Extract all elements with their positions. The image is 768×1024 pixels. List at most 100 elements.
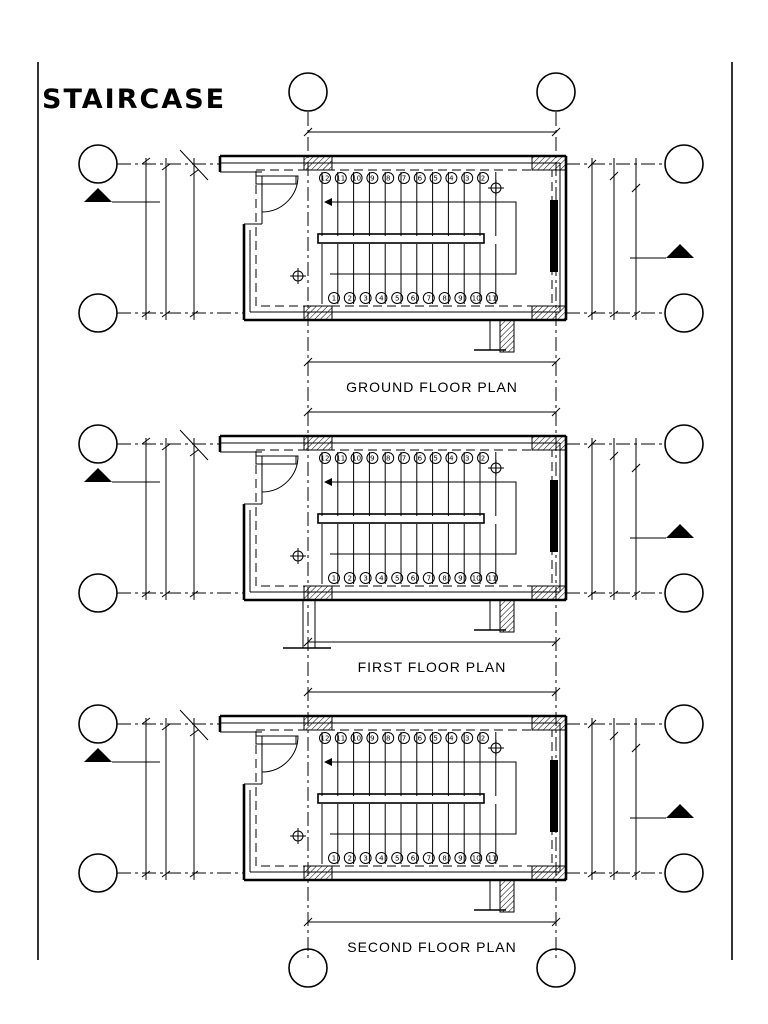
- dimension-tick: [141, 310, 151, 318]
- tread-number-circle: [454, 292, 467, 304]
- dimension-tick: [303, 127, 313, 137]
- dimension-tick: [303, 687, 313, 697]
- dimension-tick: [141, 590, 151, 598]
- tread-number: 2: [481, 735, 485, 743]
- tread-number-circle: [477, 732, 489, 744]
- tread-number-circle: [422, 852, 435, 864]
- tread-number-circle: [398, 172, 410, 184]
- tread-number-circle: [343, 852, 356, 864]
- grid-bubble-top-left: [288, 72, 328, 112]
- tread-number-circle: [334, 172, 347, 184]
- column-hatch: [531, 305, 567, 321]
- tread-number-circle: [319, 452, 331, 464]
- grid-bubble: [78, 293, 118, 333]
- tread-number: 10: [472, 575, 481, 583]
- tread-number-circle: [461, 172, 474, 184]
- dimension-tick: [161, 443, 171, 451]
- tread-number: 1: [332, 575, 336, 583]
- section-marker-icon: [666, 244, 694, 258]
- tread-number: 6: [418, 175, 423, 183]
- tread-number: 1: [332, 855, 336, 863]
- dimension-tick: [161, 590, 171, 598]
- tread-number-circle: [391, 292, 404, 304]
- tread-number: 6: [411, 295, 416, 303]
- tread-number-circle: [328, 572, 340, 584]
- tread-number-circle: [398, 452, 410, 464]
- grid-bubble: [78, 424, 118, 464]
- tread-number: 6: [418, 455, 423, 463]
- plan-caption: GROUND FLOOR PLAN: [346, 379, 518, 395]
- grid-bubble-top-right: [536, 72, 576, 112]
- tread-number-circle: [375, 572, 388, 584]
- tread-number: 10: [472, 295, 481, 303]
- section-marker-icon: [666, 524, 694, 538]
- tread-number-circle: [422, 292, 435, 304]
- tread-number-circle: [334, 732, 347, 744]
- column-hatch: [303, 715, 333, 731]
- dimension-tick: [161, 163, 171, 171]
- tread-number: 7: [427, 855, 431, 863]
- tread-number: 2: [481, 455, 485, 463]
- tread-number: 8: [386, 175, 390, 183]
- tread-number: 9: [370, 455, 374, 463]
- tread-number: 4: [379, 295, 384, 303]
- tread-number: 5: [395, 575, 399, 583]
- dimension-tick: [303, 357, 313, 367]
- dimension-tick: [587, 310, 597, 318]
- dimension-tick: [141, 870, 151, 878]
- tread-number: 3: [465, 175, 469, 183]
- tread-number: 11: [336, 455, 345, 463]
- tread-number: 8: [386, 735, 390, 743]
- tread-number: 7: [427, 295, 431, 303]
- tread-number-circle: [470, 572, 483, 584]
- break-line: [179, 149, 209, 181]
- dimension-tick: [587, 159, 597, 169]
- tread-number: 8: [442, 295, 446, 303]
- grid-bubble: [664, 853, 704, 893]
- tread-number: 9: [458, 295, 462, 303]
- dimension-tick: [631, 590, 641, 598]
- tread-number-circle: [350, 172, 363, 184]
- door-swing: [261, 735, 299, 773]
- tread-number-circle: [438, 852, 451, 864]
- column-hatch: [499, 879, 515, 913]
- dimension-tick: [551, 917, 561, 927]
- tread-number-circle: [438, 572, 451, 584]
- door-swing: [261, 455, 299, 493]
- tread-number-circle: [382, 732, 395, 744]
- sheet-title: STAIRCASE: [42, 84, 226, 115]
- tread-number: 5: [433, 455, 437, 463]
- tread-number: 5: [395, 295, 399, 303]
- tread-number-circle: [470, 852, 483, 864]
- handrail: [317, 513, 485, 524]
- tread-number-circle: [366, 732, 379, 744]
- dimension-tick: [303, 917, 313, 927]
- tread-number: 6: [411, 855, 416, 863]
- inner-boundary: [255, 169, 553, 307]
- column-hatch: [531, 155, 567, 171]
- tread-number: 12: [321, 735, 330, 743]
- plan-caption: SECOND FLOOR PLAN: [347, 939, 516, 955]
- tread-number: 7: [402, 735, 406, 743]
- tread-number: 10: [352, 455, 361, 463]
- door-leaf: [255, 175, 297, 185]
- column-hatch: [303, 155, 333, 171]
- dimension-tick: [587, 870, 597, 878]
- tread-number: 11: [336, 735, 345, 743]
- dimension-tick: [141, 157, 151, 165]
- tread-number: 9: [458, 575, 462, 583]
- grid-bubble-bottom-left: [288, 948, 328, 988]
- tread-number: 8: [386, 455, 390, 463]
- tread-number: 5: [433, 735, 437, 743]
- tread-number: 4: [449, 735, 454, 743]
- tread-number-circle: [461, 732, 474, 744]
- tread-number: 4: [379, 575, 384, 583]
- tread-number: 5: [395, 855, 399, 863]
- tread-number-circle: [477, 452, 489, 464]
- tread-number: 11: [488, 575, 497, 583]
- tread-number-circle: [477, 172, 489, 184]
- grid-bubble: [664, 573, 704, 613]
- tread-number-circle: [366, 452, 379, 464]
- tread-number-circle: [461, 452, 474, 464]
